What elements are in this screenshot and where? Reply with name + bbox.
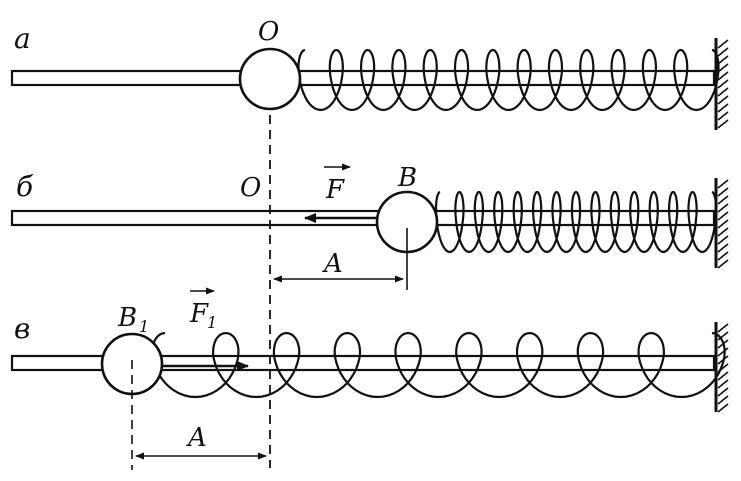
point-b-label: B xyxy=(397,163,417,193)
hatch-line xyxy=(717,203,729,213)
distance-label-mid: A xyxy=(322,249,343,279)
row-b xyxy=(10,163,718,290)
hatch-line xyxy=(717,379,729,389)
spring-coil xyxy=(434,190,718,254)
wall-hatching xyxy=(717,39,729,413)
ball-a xyxy=(238,47,302,111)
hatch-line xyxy=(717,111,729,121)
hatch-line xyxy=(717,227,729,237)
rod-c xyxy=(10,354,716,372)
hatch-line xyxy=(717,119,729,129)
spring-coil xyxy=(297,48,720,112)
hatch-line xyxy=(717,403,729,413)
row-a xyxy=(10,38,720,130)
hatch-line xyxy=(717,47,729,57)
force-f1-subscript: 1 xyxy=(207,313,217,332)
hatch-line xyxy=(717,71,729,81)
hatch-line xyxy=(717,79,729,89)
hatch-line xyxy=(717,235,729,245)
row-c xyxy=(10,287,726,470)
hatch-line xyxy=(717,395,729,405)
hatch-line xyxy=(717,211,729,221)
hatch-line xyxy=(717,39,729,49)
hatch-line xyxy=(717,179,729,189)
spring-coil xyxy=(151,331,726,399)
hatch-line xyxy=(717,323,729,333)
hatch-line xyxy=(717,259,729,269)
hatch-line xyxy=(717,219,729,229)
distance-label-bot: A xyxy=(186,423,207,453)
force-f-label: F xyxy=(325,175,345,205)
hatch-line xyxy=(717,251,729,261)
hatch-line xyxy=(717,187,729,197)
rod-b xyxy=(10,209,716,227)
hatch-line xyxy=(717,63,729,73)
row-label-c: в xyxy=(14,312,30,345)
spring-b xyxy=(434,190,718,254)
hatch-line xyxy=(717,355,729,365)
hatch-line xyxy=(717,87,729,97)
point-b1-subscript: 1 xyxy=(139,317,149,336)
hatch-line xyxy=(717,243,729,253)
hatch-line xyxy=(717,347,729,357)
hatch-line xyxy=(717,331,729,341)
spring-a xyxy=(297,48,720,112)
hatch-line xyxy=(717,103,729,113)
hatch-line xyxy=(717,339,729,349)
origin-label-top: O xyxy=(258,17,279,47)
origin-label-mid: O xyxy=(240,173,261,203)
point-b1-label: B xyxy=(117,303,137,333)
row-label-b: б xyxy=(16,170,34,203)
hatch-line xyxy=(717,95,729,105)
spring-c xyxy=(151,331,726,399)
row-label-a: а xyxy=(14,22,31,55)
hatch-line xyxy=(717,387,729,397)
hatch-line xyxy=(717,363,729,373)
hatch-line xyxy=(717,55,729,65)
hatch-line xyxy=(717,371,729,381)
hatch-line xyxy=(717,195,729,205)
force-f1-label: F xyxy=(189,299,209,329)
